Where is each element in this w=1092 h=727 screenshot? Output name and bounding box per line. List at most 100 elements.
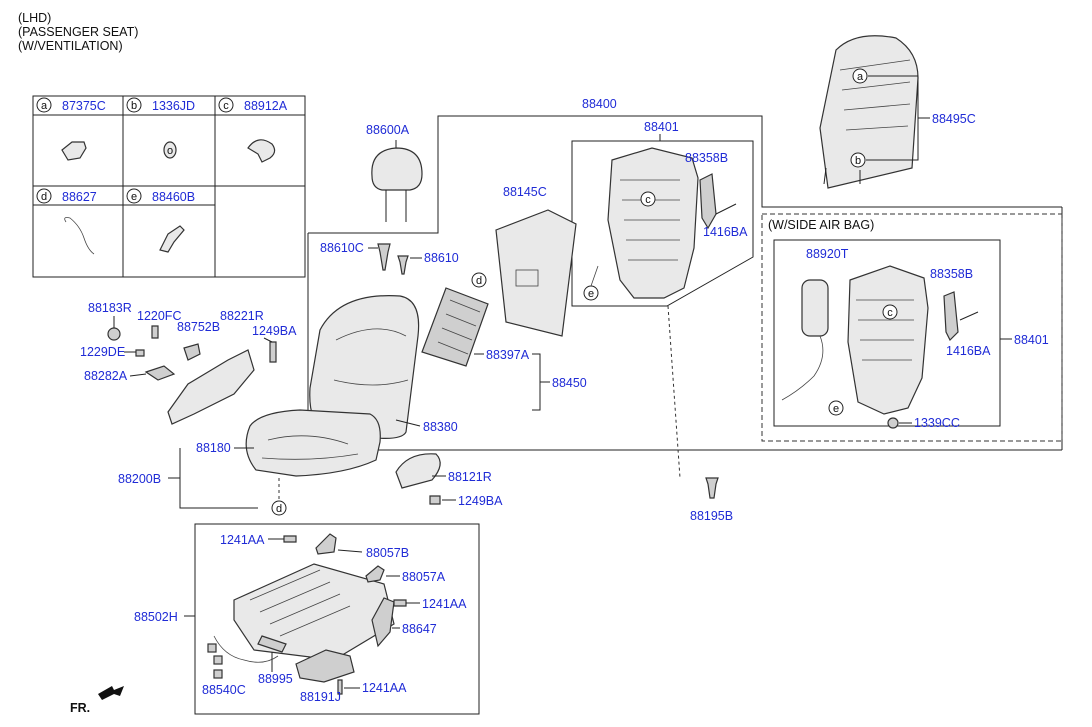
connector-dashed [667,305,681,479]
handle-88282A [144,365,176,381]
legend-letter-d: d [41,191,47,203]
header-passenger-seat: (PASSENGER SEAT) [18,25,138,39]
label-1220FC[interactable]: 1220FC [137,309,181,323]
backrest-frame-88401 [607,147,699,299]
side-airbag-title: (W/SIDE AIR BAG) [768,218,874,232]
legend-part-88460B[interactable]: 88460B [152,190,195,204]
label-88495C[interactable]: 88495C [932,112,976,126]
legend-letter-e: e [131,191,137,203]
side-shield-group: 88183R 1220FC 88221R 88752B 1249BA 1229D… [80,301,297,425]
label-88397A[interactable]: 88397A [486,348,530,362]
label-88221R[interactable]: 88221R [220,309,264,323]
label-88057B[interactable]: 88057B [366,546,409,560]
label-88183R[interactable]: 88183R [88,301,132,315]
label-1241AA-top[interactable]: 1241AA [220,533,265,547]
clip-87375c-icon [61,141,87,161]
legend-cell-d: d 88627 [36,188,97,255]
label-1249BA[interactable]: 1249BA [252,324,297,338]
legend-letter-a: a [41,100,48,112]
svg-text:c: c [887,307,893,319]
bolt-1249BA-cover [429,495,441,505]
legend-part-87375C[interactable]: 87375C [62,99,106,113]
label-88191J[interactable]: 88191J [300,690,341,704]
label-88995[interactable]: 88995 [258,672,293,686]
label-1241AA-bottom[interactable]: 1241AA [362,681,407,695]
ventilation-pad-88397A [421,287,489,367]
back-panel-group: a b 88495C [819,35,976,189]
side-shield-88221R [167,349,255,425]
header-ventilation: (W/VENTILATION) [18,39,123,53]
cover-88121R [395,453,441,489]
label-88380[interactable]: 88380 [423,420,458,434]
legend-part-88912A[interactable]: 88912A [244,99,288,113]
label-88610[interactable]: 88610 [424,251,459,265]
guide-88610C [377,243,391,271]
svg-text:a: a [857,71,864,83]
header-lhd: (LHD) [18,11,51,25]
label-88401-airbag[interactable]: 88401 [1014,333,1049,347]
back-panel-88495C [819,35,919,189]
label-88540C[interactable]: 88540C [202,683,246,697]
front-direction-indicator: FR. [70,686,124,715]
label-88121R[interactable]: 88121R [448,470,492,484]
motor-88191J [295,649,355,683]
label-88610C[interactable]: 88610C [320,241,364,255]
bolt-88195B [705,477,719,499]
bracket-88057B [315,533,337,555]
label-1229DE[interactable]: 1229DE [80,345,125,359]
back-pad-88145C [495,209,577,337]
cover-88647 [371,597,395,648]
bracket-88358B-airbag [943,291,959,342]
label-88145C[interactable]: 88145C [503,185,547,199]
label-88200B[interactable]: 88200B [118,472,161,486]
legend-cell-b: b 1336JD o [126,97,195,159]
bracket-88057A [365,565,385,583]
harness-88540C [213,635,279,663]
guide-88610 [397,255,409,275]
label-88358B-airbag[interactable]: 88358B [930,267,973,281]
bracket-88460b-icon [159,225,185,253]
legend-part-1336JD[interactable]: 1336JD [152,99,195,113]
front-arrow-icon [98,686,124,700]
label-88195B[interactable]: 88195B [690,509,733,523]
label-88920T[interactable]: 88920T [806,247,849,261]
svg-text:o: o [167,145,173,157]
label-88752B[interactable]: 88752B [177,320,220,334]
side-airbag-box: (W/SIDE AIR BAG) 88401 88920T c 88358B 1… [761,213,1063,442]
grommet-1336jd-icon [163,141,177,159]
legend-part-88627[interactable]: 88627 [62,190,97,204]
svg-text:d: d [476,275,482,287]
label-88450[interactable]: 88450 [552,376,587,390]
svg-text:e: e [833,403,839,415]
label-88057A[interactable]: 88057A [402,570,446,584]
label-88358B[interactable]: 88358B [685,151,728,165]
label-88502H[interactable]: 88502H [134,610,178,624]
seat-track-group: 88502H 88647 88057B 88057A 1241AA 1241AA… [134,523,480,715]
clip-88912a-icon [247,139,276,163]
wire-88627-icon [64,217,95,255]
label-1249BA-cover[interactable]: 1249BA [458,494,503,508]
svg-text:d: d [276,503,282,515]
label-88180[interactable]: 88180 [196,441,231,455]
label-88647[interactable]: 88647 [402,622,437,636]
nut-1339CC [887,417,899,429]
label-88282A[interactable]: 88282A [84,369,128,383]
legend-table: a 87375C b 1336JD o c 88912A d 88627 e 8… [32,95,306,278]
label-88600A[interactable]: 88600A [366,123,410,137]
clip-88752B [183,343,201,361]
cap-88183R [107,327,121,341]
label-88401[interactable]: 88401 [644,120,679,134]
airbag-module-88920T [801,279,829,337]
label-1416BA[interactable]: 1416BA [703,225,748,239]
seatback-group: 88380 d 88397A 88450 88145C [309,185,587,439]
label-1416BA-airbag[interactable]: 1416BA [946,344,991,358]
assembly-88400-outline: 88400 [307,97,1063,451]
label-1241AA-mid[interactable]: 1241AA [422,597,467,611]
front-direction-label: FR. [70,701,90,715]
label-1339CC[interactable]: 1339CC [914,416,960,430]
label-88400[interactable]: 88400 [582,97,617,111]
legend-letter-b: b [131,100,137,112]
legend-cell-c: c 88912A [218,97,288,163]
